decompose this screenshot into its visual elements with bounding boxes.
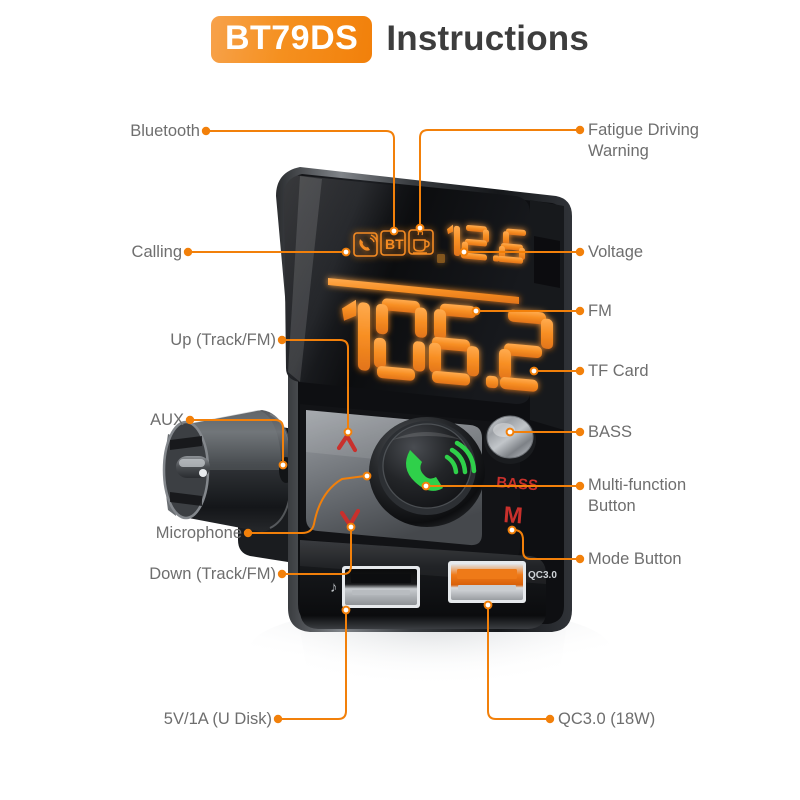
callout-label-multi-function: Multi-function Button <box>588 476 687 515</box>
display-separator <box>328 278 519 304</box>
multi-function-button <box>369 417 485 527</box>
status-icon-calling <box>353 232 378 257</box>
bluetooth-glyph: BT <box>385 236 404 252</box>
device-body: BT <box>276 167 572 632</box>
tf-card-slot <box>534 236 560 288</box>
mode-button: M <box>503 501 524 528</box>
callout-label-tf-card: TF Card <box>588 362 649 380</box>
model-badge: BT79DS <box>210 16 373 63</box>
callout-label-calling: Calling <box>131 243 182 261</box>
usb-port-5v1a <box>342 566 420 608</box>
tf-indicator <box>437 254 445 263</box>
page-title: BT79DS Instructions <box>0 16 800 63</box>
calling-glyph <box>359 234 378 251</box>
voltage-readout <box>447 224 526 264</box>
plug-center-contact <box>176 456 210 478</box>
qc30-port-label: QC3.0 <box>528 570 557 581</box>
bass-button <box>484 415 536 464</box>
callout-label-bluetooth: Bluetooth <box>130 122 200 140</box>
callout-label-bass: BASS <box>588 423 633 441</box>
call-waves-glyph <box>444 440 477 475</box>
callout-label-microphone: Microphone <box>155 524 242 542</box>
callout-label-up-track-fm: Up (Track/FM) <box>170 331 276 349</box>
callout-label-fatigue-warning: Fatigue Driving Warning <box>588 121 699 160</box>
fatigue-cup-glyph <box>413 231 430 254</box>
title-text: Instructions <box>386 19 590 59</box>
callout-label-down-track-fm: Down (Track/FM) <box>149 565 276 583</box>
fm-readout <box>342 298 553 392</box>
callout-label-usb-5v1a: 5V/1A (U Disk) <box>163 710 272 728</box>
car-charger-plug <box>162 410 300 562</box>
callout-label-voltage: Voltage <box>588 243 644 261</box>
bass-label: BASS <box>496 474 539 494</box>
callout-label-aux: AUX <box>150 411 184 429</box>
callout-label-fm: FM <box>588 302 612 320</box>
callout-label-usb-qc30: QC3.0 (18W) <box>558 710 656 728</box>
music-note-icon: ♪ <box>330 579 338 596</box>
usb-port-qc30 <box>448 561 526 603</box>
phone-call-glyph <box>406 450 443 491</box>
callout-label-mode-button: Mode Button <box>588 550 682 568</box>
control-panel: BASS M <box>300 404 539 559</box>
led-display: BT <box>328 224 553 392</box>
